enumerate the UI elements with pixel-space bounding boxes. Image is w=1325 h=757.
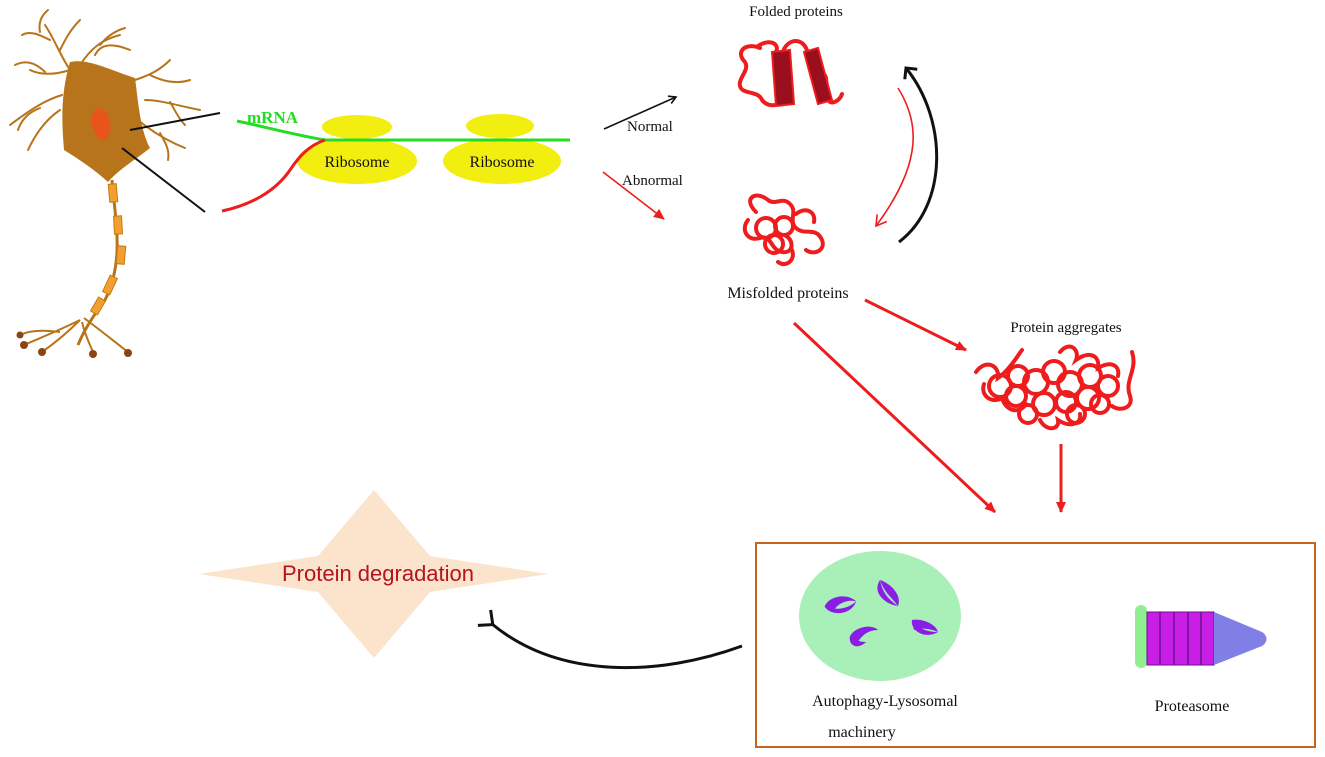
protein-aggregate-icon	[974, 344, 1136, 431]
misfolding-arrow	[875, 87, 914, 228]
misfolded-to-degradation-arrow	[792, 321, 997, 514]
protein-degradation-label: Protein degradation	[282, 561, 474, 586]
zoom-line-top	[129, 112, 221, 131]
abnormal-arrow	[602, 171, 665, 220]
proteasome-label: Proteasome	[1155, 698, 1230, 715]
protein-aggregates-label: Protein aggregates	[1010, 320, 1121, 336]
ribosome-2	[443, 114, 561, 184]
misfolded-protein-icon	[742, 193, 825, 267]
lysosome-icon	[799, 551, 961, 681]
autophagy-label-line2: machinery	[828, 724, 896, 741]
misfolded-proteins-label: Misfolded proteins	[727, 285, 848, 302]
ribosome-label-2: Ribosome	[470, 154, 535, 171]
normal-arrow	[603, 95, 678, 130]
proteasome-icon	[1135, 605, 1267, 668]
ribosome-1	[297, 115, 417, 184]
folded-proteins-label: Folded proteins	[749, 4, 843, 20]
neuron-cell-icon	[9, 9, 201, 358]
mrna-label: mRNA	[247, 108, 299, 127]
zoom-line-bottom	[121, 147, 206, 213]
aggregation-arrow	[864, 298, 967, 352]
nascent-polypeptide	[221, 138, 326, 213]
autophagy-label-line1: Autophagy-Lysosomal	[812, 693, 958, 710]
degradation-output-arrow	[477, 609, 743, 670]
normal-label: Normal	[627, 119, 673, 135]
refolding-arrow	[898, 66, 939, 244]
folded-protein-icon	[737, 39, 844, 108]
protein-degradation-shape	[199, 490, 548, 658]
abnormal-label: Abnormal	[622, 173, 683, 189]
ribosome-label-1: Ribosome	[325, 154, 390, 171]
